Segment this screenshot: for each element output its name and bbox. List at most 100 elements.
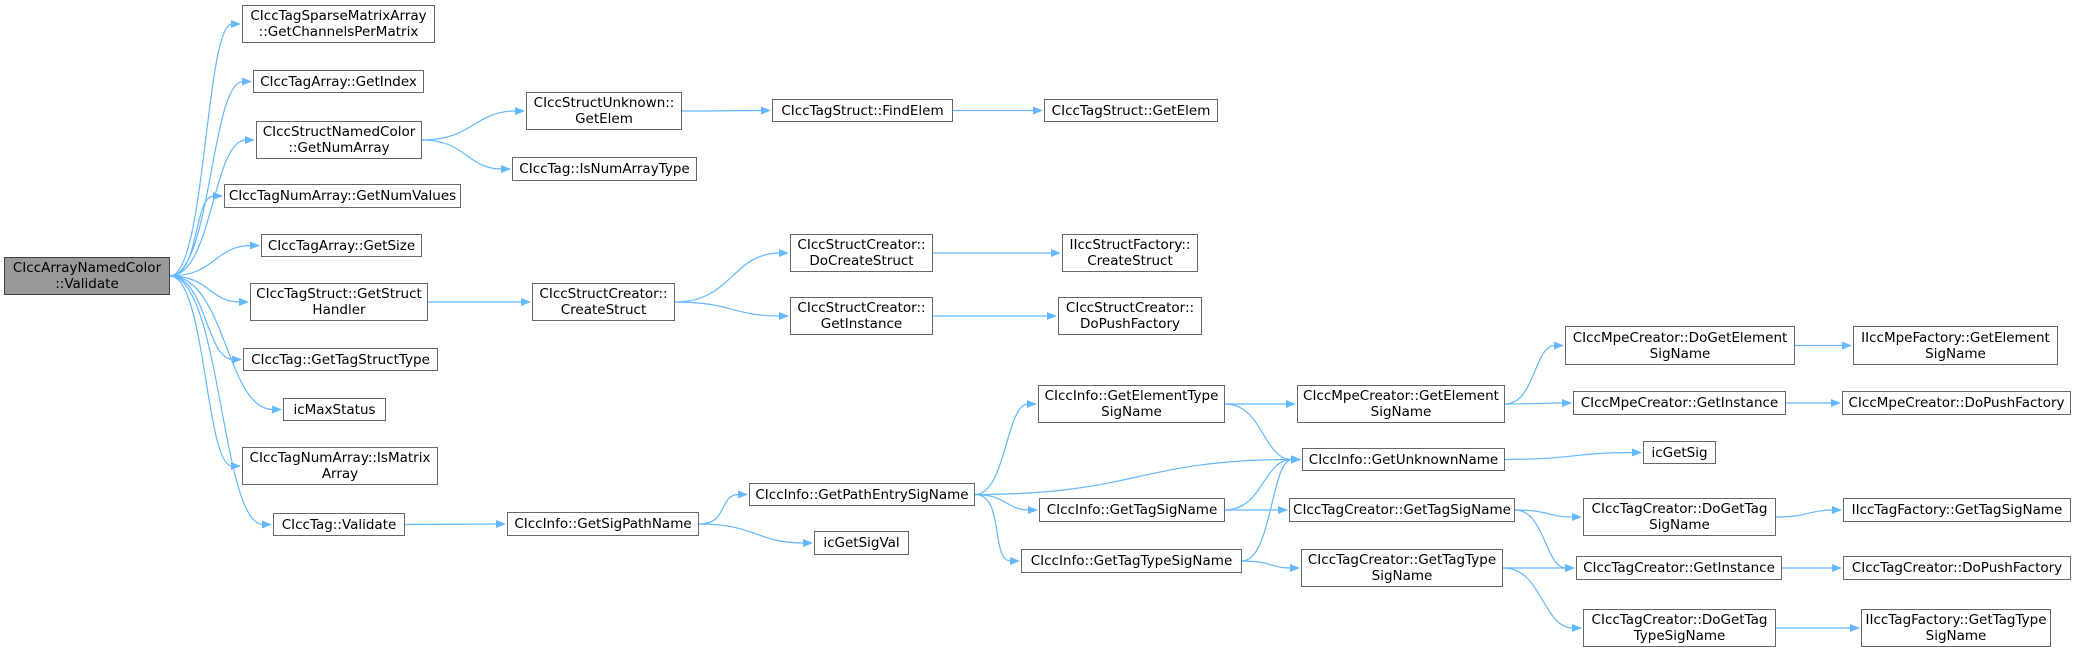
node-createstruct-line-2: CreateStruct bbox=[560, 302, 647, 318]
node-tc-gettagtype-line-2: SigName bbox=[1371, 568, 1433, 584]
node-mpe-dogetelem[interactable]: CIccMpeCreator::DoGetElement SigName bbox=[1565, 326, 1795, 365]
edge-tc_gettagtype-tc_dogettagtype bbox=[1502, 567, 1574, 629]
node-pathentry[interactable]: CIccInfo::GetPathEntrySigName bbox=[749, 483, 975, 506]
arrowhead-root-maxstatus bbox=[272, 405, 282, 414]
node-unknownelem-line-1: CIccStructUnknown:: bbox=[533, 95, 675, 111]
node-tc-gettagsig[interactable]: CIccTagCreator::GetTagSigName bbox=[1289, 498, 1515, 522]
node-findelem[interactable]: CIccTagStruct::FindElem bbox=[772, 99, 953, 122]
node-tc-gettagtype[interactable]: CIccTagCreator::GetTagType SigName bbox=[1301, 549, 1503, 587]
node-tf-gettagtype[interactable]: IIccTagFactory::GetTagType SigName bbox=[1861, 609, 2051, 647]
node-sc-dopush-line-1: CIccStructCreator:: bbox=[1065, 300, 1195, 316]
node-tc-dogettag-line-2: SigName bbox=[1649, 517, 1710, 533]
node-tc-getinstance[interactable]: CIccTagCreator::GetInstance bbox=[1576, 556, 1782, 580]
edge-pathentry-unknownname bbox=[974, 458, 1293, 496]
arrowhead-pathentry-tagsigname bbox=[1028, 506, 1038, 514]
node-sc-dopush[interactable]: CIccStructCreator:: DoPushFactory bbox=[1058, 297, 1202, 335]
node-mf-getelem[interactable]: IIccMpeFactory::GetElement SigName bbox=[1853, 326, 2058, 365]
node-elemtypesig[interactable]: CIccInfo::GetElementType SigName bbox=[1038, 385, 1225, 423]
node-sf-createstruct-line-1: IIccStructFactory:: bbox=[1069, 237, 1191, 253]
node-tagstructtype[interactable]: CIccTag::GetTagStructType bbox=[243, 348, 438, 371]
arrowhead-structhandler-createstruct bbox=[521, 298, 531, 306]
node-namedcolor-line-1: CIccStructNamedColor bbox=[262, 124, 416, 140]
arrowhead-tc_gettagtype-tc_dogettagtype bbox=[1572, 624, 1582, 632]
node-mpe-getelem-line-2: SigName bbox=[1370, 404, 1432, 420]
node-tf-gettagtype-line-1: IIccTagFactory::GetTagType bbox=[1865, 612, 2047, 628]
arrowhead-mpe_getelem-mpe_dogetelem bbox=[1554, 341, 1564, 350]
node-sparse[interactable]: CIccTagSparseMatrixArray ::GetChannelsPe… bbox=[242, 5, 435, 43]
node-sparse-line-2: ::GetChannelsPerMatrix bbox=[258, 24, 419, 40]
node-unknownname-line-1: CIccInfo::GetUnknownName bbox=[1308, 451, 1499, 468]
node-mpe-dopush[interactable]: CIccMpeCreator::DoPushFactory bbox=[1842, 391, 2071, 415]
arrowhead-root-getindex bbox=[242, 77, 252, 86]
edge-pathentry-elemtypesig bbox=[974, 403, 1029, 496]
node-sc-getinstance[interactable]: CIccStructCreator:: GetInstance bbox=[790, 297, 933, 335]
node-numvalues[interactable]: CIccTagNumArray::GetNumValues bbox=[224, 184, 461, 208]
node-mpe-getinstance-line-1: CIccMpeCreator::GetInstance bbox=[1580, 395, 1779, 411]
edge-root-namedcolor bbox=[169, 139, 247, 277]
node-sf-createstruct-line-2: CreateStruct bbox=[1087, 253, 1173, 269]
node-mpe-getinstance[interactable]: CIccMpeCreator::GetInstance bbox=[1573, 391, 1786, 415]
node-tf-gettagsig[interactable]: IIccTagFactory::GetTagSigName bbox=[1843, 498, 2071, 522]
edge-root-maxstatus bbox=[169, 275, 274, 411]
edge-sigpathname-pathentry bbox=[698, 493, 740, 525]
arrowhead-unknownelem-findelem bbox=[761, 106, 771, 115]
node-getsig[interactable]: icGetSig bbox=[1643, 441, 1716, 464]
edge-root-numvalues bbox=[169, 195, 215, 277]
node-ismatrix[interactable]: CIccTagNumArray::IsMatrix Array bbox=[242, 447, 438, 485]
node-getsigval[interactable]: icGetSigVal bbox=[814, 531, 909, 555]
node-tagsigname-line-1: CIccInfo::GetTagSigName bbox=[1046, 502, 1218, 518]
arrowhead-sc_getinstance-sc_dopush bbox=[1047, 312, 1057, 320]
node-mpe-getelem[interactable]: CIccMpeCreator::GetElement SigName bbox=[1297, 385, 1505, 423]
node-root-line-1: CIccArrayNamedColor bbox=[12, 260, 162, 276]
node-ismatrix-line-2: Array bbox=[321, 466, 359, 482]
node-tagvalidate-line-1: CIccTag::Validate bbox=[281, 516, 397, 533]
arrowhead-tc_dogettagtype-tf_gettagtype bbox=[1850, 624, 1860, 632]
node-root[interactable]: CIccArrayNamedColor ::Validate bbox=[4, 257, 170, 295]
edge-root-structhandler bbox=[169, 275, 241, 303]
arrowhead-mpe_getinstance-mpe_dopush bbox=[1831, 399, 1841, 407]
node-tagtypesig[interactable]: CIccInfo::GetTagTypeSigName bbox=[1021, 549, 1242, 573]
edge-tagvalidate-sigpathname bbox=[404, 523, 498, 526]
node-unknownname[interactable]: CIccInfo::GetUnknownName bbox=[1302, 448, 1505, 471]
node-tc-dogettag-line-1: CIccTagCreator::DoGetTag bbox=[1591, 501, 1768, 517]
node-tf-gettagtype-line-2: SigName bbox=[1925, 628, 1987, 644]
node-maxstatus[interactable]: icMaxStatus bbox=[283, 398, 386, 421]
edge-elemtypesig-unknownname bbox=[1224, 403, 1293, 461]
node-docreatestruct[interactable]: CIccStructCreator:: DoCreateStruct bbox=[790, 234, 933, 272]
node-structhandler-line-1: CIccTagStruct::GetStruct bbox=[256, 286, 422, 302]
node-getelem[interactable]: CIccTagStruct::GetElem bbox=[1044, 99, 1218, 122]
node-isnumarray[interactable]: CIccTag::IsNumArrayType bbox=[512, 157, 697, 181]
edge-root-tagstructtype bbox=[169, 275, 234, 361]
node-sf-createstruct[interactable]: IIccStructFactory:: CreateStruct bbox=[1062, 234, 1198, 272]
node-tc-gettagsig-line-1: CIccTagCreator::GetTagSigName bbox=[1293, 502, 1511, 518]
node-tagtypesig-line-1: CIccInfo::GetTagTypeSigName bbox=[1030, 553, 1233, 569]
arrowhead-root-structhandler bbox=[239, 298, 249, 306]
arrowhead-createstruct-sc_getinstance bbox=[779, 312, 789, 320]
arrowhead-root-getsize bbox=[250, 241, 260, 250]
node-tc-dogettagtype[interactable]: CIccTagCreator::DoGetTag TypeSigName bbox=[1583, 609, 1776, 647]
node-getsize[interactable]: CIccTagArray::GetSize bbox=[261, 234, 422, 257]
node-root-line-2: ::Validate bbox=[55, 276, 119, 292]
arrowhead-docreatestruct-sf_createstruct bbox=[1051, 249, 1061, 257]
arrowhead-tc_getinstance-tc_dopush bbox=[1832, 564, 1842, 572]
node-tc-dogettagtype-line-1: CIccTagCreator::DoGetTag bbox=[1591, 612, 1768, 628]
arrowhead-tc_dogettag-tf_gettagsig bbox=[1832, 506, 1842, 514]
node-mpe-getelem-line-1: CIccMpeCreator::GetElement bbox=[1303, 388, 1499, 404]
node-tc-dogettag[interactable]: CIccTagCreator::DoGetTag SigName bbox=[1583, 498, 1776, 536]
node-getindex[interactable]: CIccTagArray::GetIndex bbox=[253, 70, 424, 93]
arrowhead-tc_gettagtype-tc_getinstance bbox=[1565, 564, 1575, 572]
node-tc-dopush[interactable]: CIccTagCreator::DoPushFactory bbox=[1843, 556, 2071, 580]
node-sigpathname[interactable]: CIccInfo::GetSigPathName bbox=[507, 512, 699, 536]
node-namedcolor-line-2: ::GetNumArray bbox=[288, 140, 390, 156]
node-unknownelem[interactable]: CIccStructUnknown:: GetElem bbox=[526, 92, 682, 130]
node-tagvalidate[interactable]: CIccTag::Validate bbox=[273, 513, 405, 536]
node-docreatestruct-line-1: CIccStructCreator:: bbox=[797, 237, 926, 253]
node-elemtypesig-line-2: SigName bbox=[1101, 404, 1162, 420]
node-structhandler[interactable]: CIccTagStruct::GetStruct Handler bbox=[250, 283, 428, 321]
node-getelem-line-1: CIccTagStruct::GetElem bbox=[1051, 102, 1211, 119]
node-namedcolor[interactable]: CIccStructNamedColor ::GetNumArray bbox=[256, 121, 422, 159]
node-tagsigname[interactable]: CIccInfo::GetTagSigName bbox=[1039, 498, 1225, 522]
arrowhead-sigpathname-getsigval bbox=[803, 539, 813, 547]
node-createstruct[interactable]: CIccStructCreator:: CreateStruct bbox=[532, 283, 675, 321]
